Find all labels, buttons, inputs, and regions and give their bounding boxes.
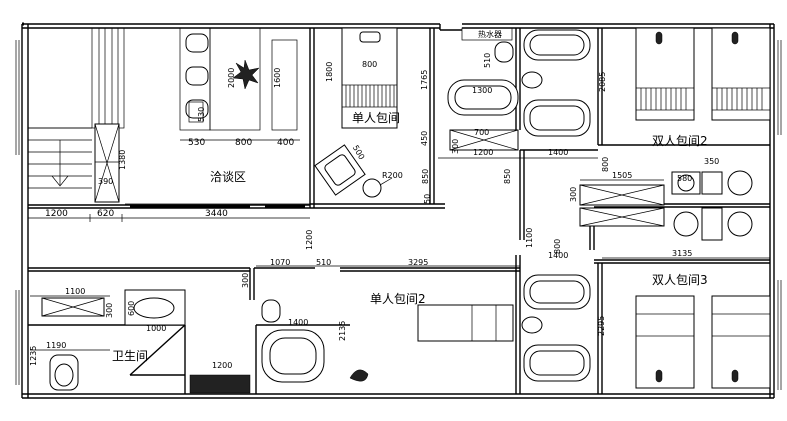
dim-text: 580 — [677, 174, 692, 183]
dim-text: 530 — [188, 138, 205, 148]
dim-text: 1190 — [46, 341, 66, 350]
double-room-3-furniture — [521, 207, 771, 389]
dim-text: 400 — [277, 138, 294, 148]
dim-text: 1100 — [65, 287, 85, 296]
dim-text: 1235 — [29, 346, 38, 366]
dim-text: 620 — [97, 209, 114, 219]
dim-text: 530 — [197, 107, 206, 122]
room-label-double-3: 双人包间3 — [652, 273, 708, 287]
dim-text: 2000 — [227, 68, 236, 88]
dim-text: 1600 — [273, 68, 282, 88]
dim-text: 850 — [421, 169, 430, 184]
dim-text: 3295 — [408, 258, 428, 267]
dim-text: 850 — [503, 169, 512, 184]
dim-text: 800 — [601, 157, 610, 172]
dim-text: 300 — [241, 273, 250, 288]
dim-text: 300 — [105, 303, 114, 318]
dim-text: 50 — [423, 194, 432, 204]
dim-text: 1200 — [212, 361, 232, 370]
room-label-double-2: 双人包间2 — [652, 134, 708, 148]
water-heater-label: 热水器 — [478, 29, 502, 39]
dim-text: 510 — [316, 258, 331, 267]
dim-text: 350 — [704, 157, 719, 166]
dim-text: 300 — [451, 139, 460, 154]
room-label-single-2: 单人包间2 — [370, 292, 426, 306]
dim-text: 2295 — [597, 316, 606, 336]
dim-text: 450 — [420, 131, 429, 146]
dim-text: 700 — [474, 128, 489, 137]
dim-text: 1380 — [118, 150, 127, 170]
dim-text: 1200 — [305, 230, 314, 250]
dim-text: 3135 — [672, 249, 692, 258]
dim-text: 1765 — [420, 70, 429, 90]
single-room-1-furniture — [314, 27, 398, 198]
dim-text: 510 — [483, 53, 492, 68]
dim-text: 1200 — [473, 148, 493, 157]
bath-top — [447, 27, 591, 151]
staircase — [27, 27, 125, 189]
dim-text: 1400 — [548, 251, 568, 260]
dim-text: 1100 — [525, 228, 534, 248]
dim-text: 300 — [569, 187, 578, 202]
dim-text: 2085 — [598, 72, 607, 92]
room-label-negotiation: 洽谈区 — [210, 170, 246, 184]
room-label-single-1: 单人包间 — [352, 111, 400, 125]
interior-walls — [28, 28, 770, 394]
dim-text: 1800 — [325, 62, 334, 82]
dim-text: 1070 — [270, 258, 290, 267]
dim-text: 1400 — [548, 148, 568, 157]
bathroom-fixtures — [41, 289, 251, 394]
dim-text: 390 — [98, 177, 113, 186]
dim-text: 2135 — [338, 321, 347, 341]
dim-text: 800 — [553, 239, 562, 254]
dim-text: 800 — [362, 60, 377, 69]
room-label-bathroom: 卫生间 — [112, 349, 148, 363]
dim-text: 3440 — [205, 209, 228, 219]
negotiation-furniture — [94, 27, 310, 208]
dim-text: 1400 — [288, 318, 308, 327]
dimension-lines — [28, 139, 770, 351]
dim-text: 1000 — [146, 324, 166, 333]
dim-text: R200 — [382, 171, 403, 180]
dim-text: 1200 — [45, 209, 68, 219]
single-room-2-furniture — [261, 299, 514, 383]
dim-text: 600 — [127, 301, 136, 316]
dim-text: 1505 — [612, 171, 632, 180]
double-room-2-furniture — [579, 27, 771, 206]
dim-text: 1300 — [472, 86, 492, 95]
dim-text: 800 — [235, 138, 252, 148]
